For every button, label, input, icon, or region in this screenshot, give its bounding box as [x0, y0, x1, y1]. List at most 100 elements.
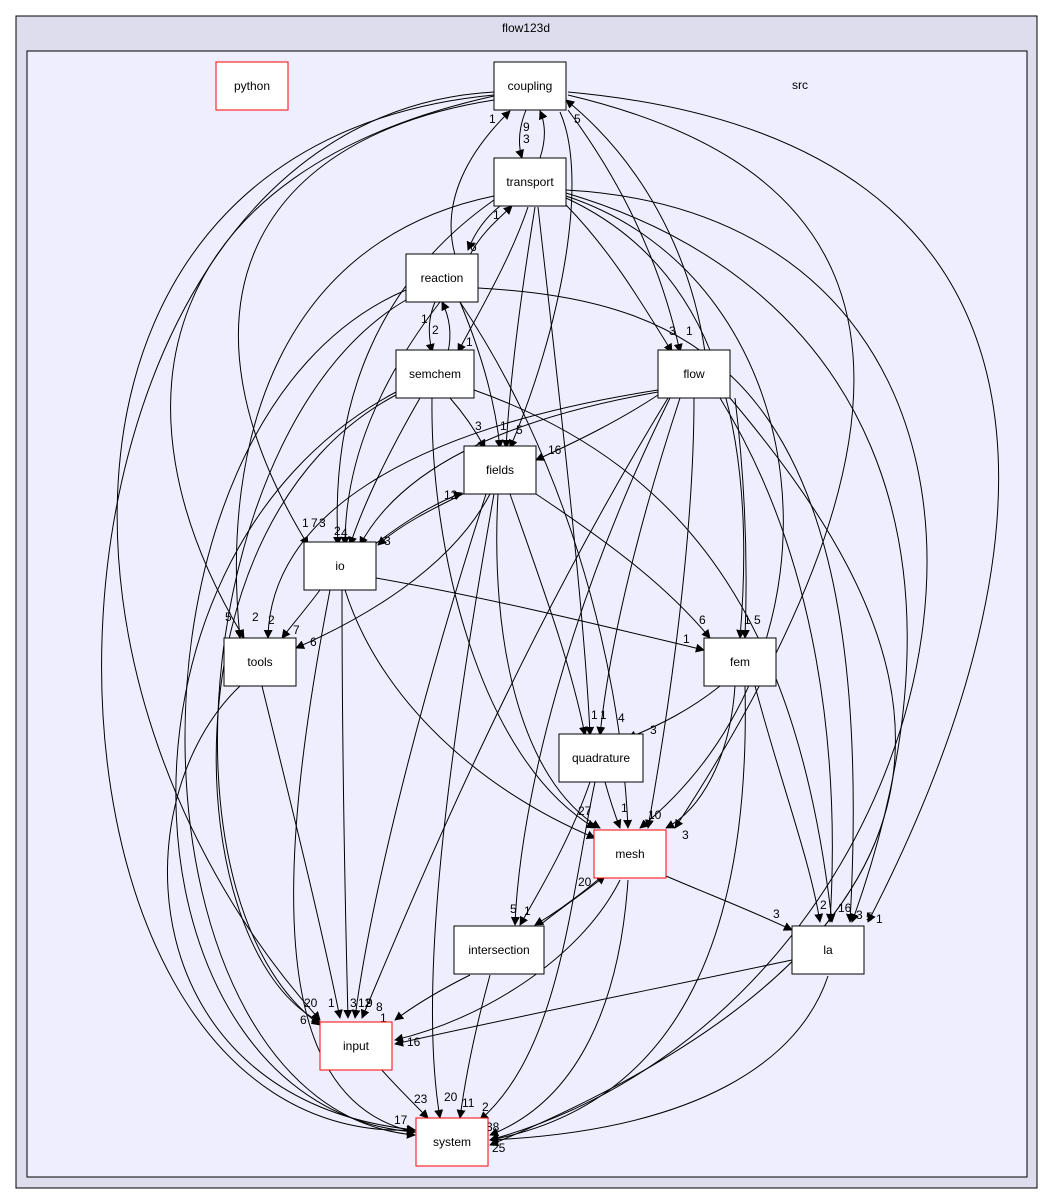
edge-label: 17: [394, 1113, 408, 1127]
edge-flow-coupling: [565, 99, 706, 353]
edge-fields-input: [351, 493, 487, 1019]
edge-intersection-input: [394, 974, 471, 1021]
node-io[interactable]: io: [303, 541, 377, 591]
edge-label: 12: [358, 996, 372, 1010]
edge-label: 11: [462, 1096, 475, 1110]
node-input-label: input: [343, 1039, 370, 1053]
node-semchem[interactable]: semchem: [395, 349, 475, 399]
cluster-flow123d-label: flow123d: [502, 21, 550, 35]
edge-quadrature-mesh: [604, 781, 622, 829]
node-intersection[interactable]: intersection: [453, 925, 545, 975]
edge-reaction-la: [477, 287, 855, 923]
edge-reaction-coupling: [450, 110, 511, 256]
node-fem-label: fem: [730, 655, 750, 669]
edge-la-system: [489, 975, 829, 1145]
edge-label: 1: [686, 324, 693, 338]
node-fem[interactable]: fem: [703, 637, 777, 687]
node-la[interactable]: la: [791, 925, 865, 975]
edge-label: 3: [384, 534, 391, 548]
edge-label: 3: [856, 908, 863, 922]
edge-label: 23: [414, 1092, 428, 1106]
edge-label: 1: [302, 516, 309, 530]
edge-label: 2: [334, 524, 341, 538]
edge-tools-input: [261, 685, 343, 1019]
cluster-src: src: [26, 50, 1028, 1178]
node-la-label: la: [823, 943, 833, 957]
node-coupling[interactable]: coupling: [493, 61, 567, 111]
edge-label: 1: [328, 996, 335, 1010]
edge-transport-semchem: [457, 206, 529, 353]
node-mesh[interactable]: mesh: [593, 829, 667, 879]
edge-coupling-transport: [515, 109, 527, 159]
node-intersection-label: intersection: [468, 943, 529, 957]
node-fields-label: fields: [486, 463, 514, 477]
edge-coupling-mesh: [567, 94, 855, 829]
edge-label: 3: [669, 324, 676, 338]
edge-reaction-semchem: [425, 301, 436, 353]
edge-label: 1: [500, 419, 507, 433]
edge-flow-fem: [734, 397, 750, 639]
edge-label: 2: [252, 610, 259, 624]
edge-fields-system: [431, 493, 495, 1119]
node-quadrature[interactable]: quadrature: [558, 733, 644, 783]
edge-label: 4: [341, 526, 348, 540]
node-system[interactable]: system: [415, 1117, 489, 1167]
edge-label: 1: [876, 912, 883, 926]
edge-label: 1: [600, 708, 607, 722]
node-python[interactable]: python: [215, 61, 289, 111]
edge-label: 3: [350, 996, 357, 1010]
edge-flow-mesh: [644, 397, 695, 829]
edge-quadrature-system: [479, 781, 596, 1121]
edge-semchem-fields: [449, 397, 486, 449]
edge-semchem-reaction: [441, 301, 451, 353]
edge-coupling-io: [237, 99, 495, 546]
node-reaction[interactable]: reaction: [405, 253, 479, 303]
edge-io-system: [293, 589, 416, 1135]
edge-label: 5: [574, 112, 581, 126]
edge-label: 1: [591, 708, 598, 722]
edge-label: 1: [421, 312, 428, 326]
edge-transport-system: [489, 189, 928, 1143]
edge-label: 5: [516, 423, 523, 437]
edge-label: 6: [470, 240, 477, 254]
edge-label: 8: [376, 1000, 383, 1014]
edge-tools-system: [167, 685, 416, 1134]
edge-label: 2: [432, 323, 439, 337]
edge-coupling-la: [567, 91, 1000, 923]
edge-flow-la: [719, 397, 835, 923]
edge-flow-fields: [535, 394, 659, 461]
node-fields[interactable]: fields: [463, 445, 537, 495]
edge-fem-la: [754, 685, 824, 923]
edge-label: 38: [486, 1120, 500, 1134]
edge-label: 2: [482, 1100, 489, 1114]
edge-label: 3: [650, 723, 657, 737]
node-flow[interactable]: flow: [657, 349, 731, 399]
edge-intersection-system: [456, 974, 491, 1119]
edge-transport-mesh: [565, 195, 784, 829]
node-tools[interactable]: tools: [223, 637, 297, 687]
edge-label: 1: [380, 1011, 387, 1025]
edge-io-fields: [369, 491, 463, 549]
edge-label: 12: [444, 488, 458, 502]
edge-label: 7: [293, 623, 300, 637]
node-transport[interactable]: transport: [493, 157, 567, 207]
edge-transport-tools: [234, 195, 495, 639]
cluster-src-label: src: [792, 78, 808, 92]
edge-label: 25: [492, 1141, 506, 1155]
edge-semchem-mesh: [431, 397, 596, 829]
node-io-label: io: [335, 559, 345, 573]
edge-io-input: [341, 589, 353, 1019]
edge-fields-quadrature: [509, 493, 588, 736]
edge-fields-fem: [535, 493, 711, 639]
edge-transport-quadrature: [537, 206, 595, 736]
edges: [101, 91, 1000, 1147]
edge-label: 10: [648, 808, 662, 822]
edge-transport-reaction: [466, 205, 501, 251]
edge-label: 6: [300, 1013, 307, 1027]
edge-label: 1: [466, 335, 473, 349]
edge-fem-system: [489, 685, 746, 1143]
edge-coupling-flow: [567, 109, 683, 353]
edge-transport-la: [565, 192, 908, 923]
node-input[interactable]: input: [319, 1021, 393, 1071]
edge-coupling-system: [101, 91, 495, 1135]
